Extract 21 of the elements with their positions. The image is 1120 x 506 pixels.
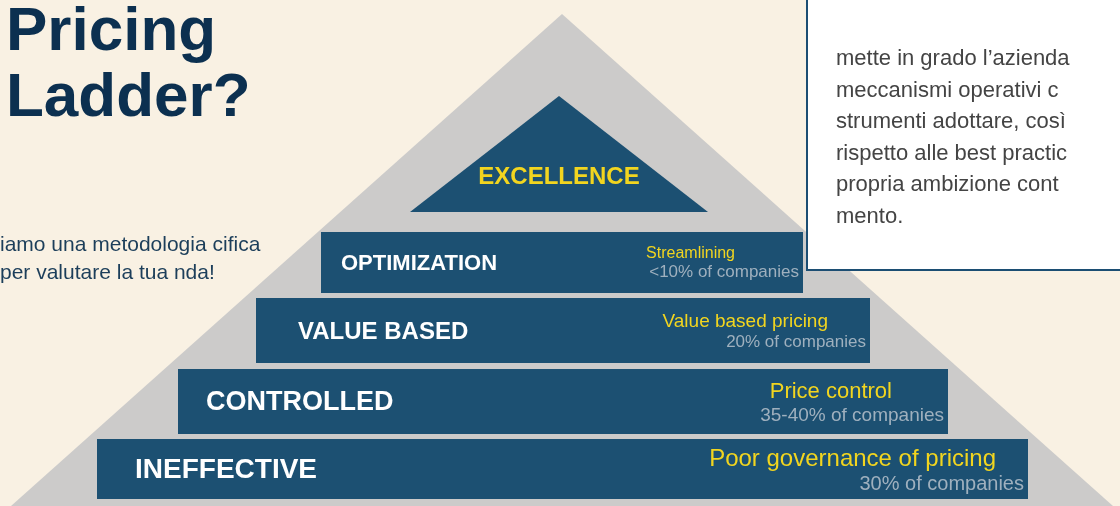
info-card — [806, 0, 1120, 271]
description-text: iamo una metodologia cifica per valutare la tua nda! — [0, 231, 262, 285]
level-label: OPTIMIZATION — [341, 249, 498, 276]
level-description: Streamlining — [646, 243, 735, 262]
level-bar — [97, 439, 1028, 499]
level-label: EXCELLENCE — [477, 162, 641, 190]
level-share: 30% of companies — [859, 471, 1024, 495]
level-bar — [178, 369, 948, 434]
title: Pricing Ladder? — [6, 0, 252, 128]
level-description: Value based pricing — [662, 309, 828, 332]
level-share: 20% of companies — [726, 331, 866, 352]
level-share: 35-40% of companies — [760, 403, 944, 426]
info-text: mette in grado l’azienda meccanismi operativi c strumenti adottare, così rispetto alle best practic propria ambizione cont mento. — [836, 44, 1071, 230]
level-share: <10% of companies — [649, 261, 799, 282]
level-label: VALUE BASED — [298, 316, 469, 345]
level-description: Price control — [769, 377, 892, 404]
level-bar — [256, 298, 870, 363]
level-description: Poor governance of pricing — [709, 443, 996, 472]
level-bar — [321, 232, 803, 293]
level-label: CONTROLLED — [206, 386, 394, 417]
level-label: INEFFECTIVE — [135, 453, 317, 485]
